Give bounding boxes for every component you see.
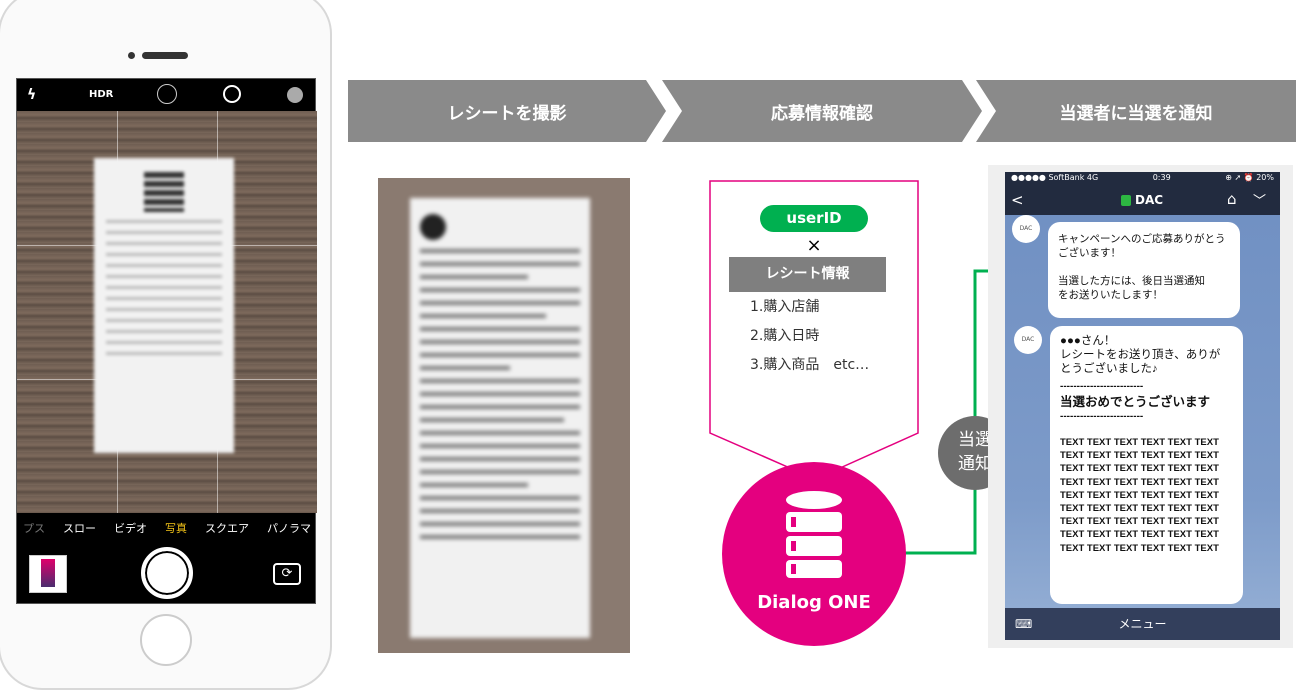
chevron-down-icon[interactable]: ﹀ — [1253, 194, 1267, 209]
step-3-label: 当選者に当選を通知 — [1059, 103, 1213, 124]
body-line: TEXT TEXT TEXT TEXT TEXT TEXT — [1060, 437, 1219, 448]
mode-photo[interactable]: 写真 — [165, 522, 187, 535]
receipt-photo — [378, 178, 630, 653]
receipt-info-header: レシート情報 — [729, 257, 886, 292]
message-bubble: ●●●さん！ レシートをお送り頂き、ありが とうございました♪ --------… — [1050, 326, 1243, 604]
battery: ⊕ ➚ ⏰ 20% — [1225, 173, 1274, 182]
front-camera — [128, 52, 135, 59]
rich-menu-bar[interactable]: ⌨ メニュー — [1005, 608, 1280, 640]
camera-top-bar: ϟ HDR — [17, 79, 317, 111]
message-bubble: キャンペーンへのご応募ありがとう ございます！ 当選した方には、後日当選通知 を… — [1048, 222, 1240, 318]
win-headline: 当選おめでとうございます — [1060, 395, 1211, 409]
info-item: 1.購入店舗 — [750, 299, 820, 315]
mode-square[interactable]: スクエア — [205, 522, 249, 535]
live-photo-off-icon[interactable] — [157, 84, 177, 104]
body-line: TEXT TEXT TEXT TEXT TEXT TEXT — [1060, 529, 1219, 541]
database-icon — [786, 491, 842, 578]
message-line: 当選した方には、後日当選通知 — [1058, 275, 1205, 287]
step-2-chevron: 応募情報確認 — [662, 80, 982, 142]
chat-header: < DAC ⌂ ﹀ — [1005, 186, 1280, 215]
home-icon[interactable]: ⌂ — [1227, 190, 1237, 208]
mode-video[interactable]: ビデオ — [114, 522, 147, 535]
body-line: TEXT TEXT TEXT TEXT TEXT TEXT — [1060, 503, 1219, 515]
badge-line-1: 当選 — [958, 430, 992, 450]
viewfinder[interactable] — [17, 111, 317, 513]
mode-pano[interactable]: パノラマ — [267, 522, 311, 535]
timer-icon[interactable] — [223, 85, 241, 103]
dialog-one-database: Dialog ONE — [722, 462, 906, 646]
shutter-button[interactable] — [141, 547, 193, 599]
step-2-label: 応募情報確認 — [771, 103, 873, 124]
message-line: ●●●さん！ — [1060, 335, 1116, 347]
camera-mode-selector[interactable]: プス スロー ビデオ 写真 スクエア パノラマ — [17, 513, 317, 543]
body-line: TEXT TEXT TEXT TEXT TEXT TEXT — [1060, 463, 1219, 475]
badge-line-2: 通知 — [958, 454, 992, 474]
avatar[interactable]: DAC — [1014, 326, 1042, 354]
filters-icon[interactable] — [287, 87, 303, 103]
keyboard-icon[interactable]: ⌨ — [1015, 617, 1033, 631]
mode-slow[interactable]: スロー — [63, 522, 96, 535]
step-1-label: レシートを撮影 — [447, 103, 567, 124]
message-line: ございます！ — [1058, 247, 1121, 259]
divider: ------------------------- — [1060, 411, 1144, 422]
divider: ------------------------- — [1060, 381, 1144, 392]
official-badge-icon — [1121, 195, 1131, 206]
receipt-image — [94, 158, 234, 453]
last-photo-thumbnail[interactable] — [29, 555, 67, 593]
step-1-chevron: レシートを撮影 — [348, 80, 666, 142]
hdr-button[interactable]: HDR — [89, 89, 114, 100]
home-button[interactable] — [140, 614, 192, 666]
body-line: TEXT TEXT TEXT TEXT TEXT TEXT — [1060, 476, 1219, 488]
menu-label[interactable]: メニュー — [1118, 617, 1167, 631]
times-symbol: × — [806, 235, 822, 256]
back-button[interactable]: < — [1011, 191, 1024, 209]
flash-off-icon[interactable]: ϟ — [27, 87, 37, 103]
body-line: TEXT TEXT TEXT TEXT TEXT TEXT — [1060, 450, 1219, 462]
body-line: TEXT TEXT TEXT TEXT TEXT TEXT — [1060, 516, 1219, 528]
info-item: 3.購入商品 etc… — [750, 357, 870, 373]
dialog-one-logo: Dialog ONE — [757, 592, 871, 613]
avatar[interactable]: DAC — [1012, 215, 1040, 243]
line-chat-screen: ●●●●● SoftBank 4G 0:39 ⊕ ➚ ⏰ 20% < DAC ⌂… — [1005, 172, 1280, 640]
body-line: TEXT TEXT TEXT TEXT TEXT TEXT — [1060, 542, 1219, 554]
message-line: キャンペーンへのご応募ありがとう — [1058, 233, 1226, 245]
message-line: とうございました♪ — [1060, 363, 1158, 375]
status-bar: ●●●●● SoftBank 4G 0:39 ⊕ ➚ ⏰ 20% — [1005, 172, 1280, 186]
message-line: レシートをお送り頂き、ありが — [1060, 349, 1221, 361]
info-item: 2.購入日時 — [750, 328, 820, 344]
body-line: TEXT TEXT TEXT TEXT TEXT TEXT — [1060, 489, 1219, 501]
userid-pill: userID — [760, 205, 868, 232]
speaker-grille — [142, 52, 188, 59]
chat-title: DAC — [1135, 193, 1164, 207]
step-3-chevron: 当選者に当選を通知 — [976, 80, 1296, 142]
message-line: をお送りいたします！ — [1058, 289, 1163, 301]
camera-screen: ϟ HDR プス スロー ビデオ 写真 スクエア パノラマ ⟳ — [16, 78, 317, 604]
flip-camera-icon[interactable]: ⟳ — [273, 563, 301, 585]
mode-time-lapse[interactable]: プス — [23, 522, 45, 535]
clock: 0:39 — [1152, 173, 1171, 182]
carrier: ●●●●● SoftBank 4G — [1011, 173, 1099, 182]
